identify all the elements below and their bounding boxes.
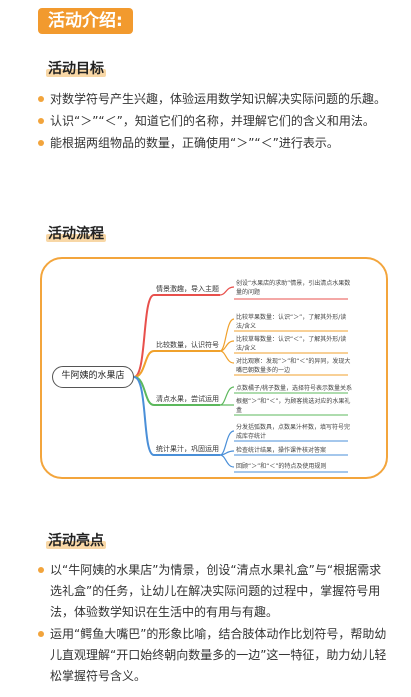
bullet-dot-icon [38, 631, 44, 637]
branch-label-1: 情景激趣，导入主题 [156, 285, 219, 293]
flow-title: 活动流程 [46, 223, 106, 243]
goal-text: 对数学符号产生兴趣，体验运用数学知识解决实际问题的乐趣。 [50, 92, 387, 106]
leaf-2-2: 比较草莓数量：认识“＜”，了解其外形/读法/含义 [236, 336, 347, 352]
branch-label-4: 统计果汁，巩固运用 [156, 445, 219, 453]
leaf-3-1: 点数橘子/桃子数量，选择符号表示数量关系 [236, 385, 353, 392]
leaf-4-1: 分发括弧数具，点数果汁杯数，填写符号完成库存统计 [236, 424, 351, 440]
branch-line-4 [133, 376, 220, 456]
goal-text: 能根据两组物品的数量，正确使用“＞”“＜”进行表示。 [50, 136, 339, 150]
branch-label-2: 比较数量，认识符号 [156, 341, 219, 349]
bullet-dot-icon [38, 118, 44, 124]
highlight-text: 以“牛阿姨的水果店”为情景，创设“清点水果礼盒”与“根据需求选礼盒”的任务，让幼… [50, 563, 382, 619]
branch-line-2 [133, 350, 220, 378]
intro-banner: 活动介绍: [38, 8, 133, 34]
bullet-dot-icon [38, 567, 44, 573]
mindmap-root: 牛阿姨的水果店 [52, 366, 134, 388]
leaf-line [219, 386, 235, 406]
leaf-2-1: 比较苹果数量：认识“＞”，了解其外形/读法/含义 [236, 314, 347, 330]
highlights-title-text: 活动亮点 [48, 533, 104, 549]
goal-item: 能根据两组物品的数量，正确使用“＞”“＜”进行表示。 [38, 133, 390, 154]
leaf-4-2: 检查统计结果，操作课件核对答案 [236, 447, 327, 454]
leaf-line [219, 454, 235, 468]
flow-title-text: 活动流程 [48, 226, 104, 242]
highlight-item: 以“牛阿姨的水果店”为情景，创设“清点水果礼盒”与“根据需求选礼盒”的任务，让幼… [38, 560, 390, 623]
goals-title-text: 活动目标 [48, 61, 104, 77]
highlights-list: 以“牛阿姨的水果店”为情景，创设“清点水果礼盒”与“根据需求选礼盒”的任务，让幼… [38, 560, 390, 688]
flow-mindmap: 牛阿姨的水果店 情景激趣，导入主题 比较数量，认识符号 清点水果，尝试运用 统计… [40, 257, 388, 479]
leaf-line [219, 318, 235, 352]
goal-item: 对数学符号产生兴趣，体验运用数学知识解决实际问题的乐趣。 [38, 89, 390, 110]
highlight-text: 运用“鳄鱼大嘴巴”的形象比喻，结合肢体动作比划符号，帮助幼儿直观理解“开口始终朝… [50, 627, 387, 683]
bullet-dot-icon [38, 96, 44, 102]
leaf-1-1: 创设“水果店的求助”情景，引出清点水果数量的问题 [236, 280, 351, 296]
highlights-title: 活动亮点 [46, 530, 106, 550]
branch-line-1 [133, 294, 220, 378]
highlight-item: 运用“鳄鱼大嘴巴”的形象比喻，结合肢体动作比划符号，帮助幼儿直观理解“开口始终朝… [38, 624, 390, 687]
leaf-4-3: 回顾“＞”和“＜”的特点及使用规则 [236, 463, 327, 470]
leaf-2-3: 对比观察：发现“＞”和“＜”的异同，发现大嘴巴朝数量多的一边 [236, 358, 351, 374]
goal-text: 认识“＞”“＜”，知道它们的名称，并理解它们的含义和用法。 [50, 114, 375, 128]
goals-list: 对数学符号产生兴趣，体验运用数学知识解决实际问题的乐趣。 认识“＞”“＜”，知道… [38, 89, 390, 155]
mindmap-connectors [133, 286, 348, 473]
bullet-dot-icon [38, 140, 44, 146]
goals-title: 活动目标 [46, 58, 106, 78]
leaf-line [219, 286, 235, 296]
leaf-3-2: 根据“＞”和“＜”，为顾客挑选对应的水果礼盒 [236, 398, 351, 414]
branch-label-3: 清点水果，尝试运用 [156, 395, 219, 403]
leaf-line [219, 350, 235, 364]
goal-item: 认识“＞”“＜”，知道它们的名称，并理解它们的含义和用法。 [38, 111, 390, 132]
